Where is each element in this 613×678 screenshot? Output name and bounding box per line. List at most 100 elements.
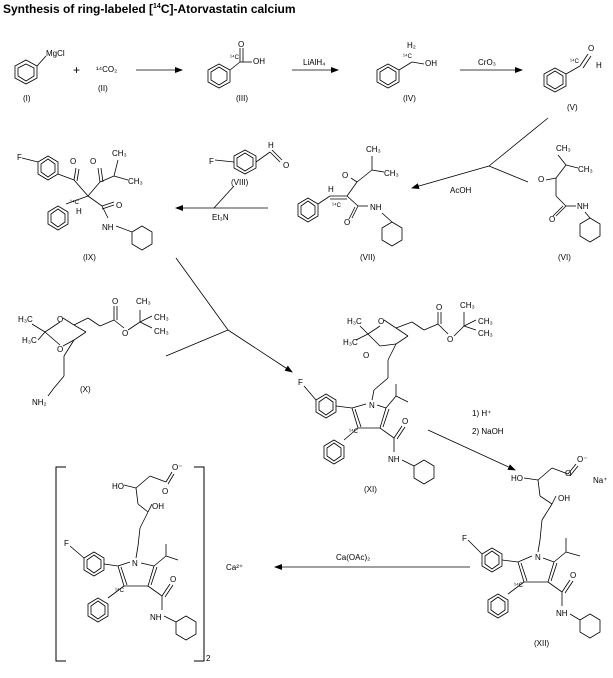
atom-mgcl: MgCl [46,49,65,58]
atom-h3c: H₃C [343,338,358,347]
atom-ch3: CH₃ [384,169,399,178]
atom-o: O [363,351,369,360]
atom-h3c: H₃C [22,336,37,345]
label-II: (II) [98,84,108,93]
atom-nh: NH [150,613,162,622]
atom-ch3: CH₃ [478,329,493,338]
atom-o: O [162,487,168,496]
branch-line [213,185,235,209]
atom-oh: OH [253,57,265,66]
label-IX: (IX) [83,253,96,262]
product-atorvastatin-calcium: 2 Ca²⁺ HO O O⁻ OH F N ¹⁴C [55,463,243,663]
compound-VIII: F O H (VIII) [209,141,289,187]
compound-XII: HO O O⁻ Na⁺ OH F N ¹⁴C [462,455,607,648]
atom-f: F [64,539,69,548]
arrow-7 [427,429,516,471]
atom-o-minus: O⁻ [577,455,587,464]
compound-VI: CH₃ CH₃ O O NH (VI) [538,144,601,262]
atom-nh: NH [388,455,400,464]
atom-o-minus: O⁻ [172,463,182,472]
atom-f: F [17,153,22,162]
atom-ho: HO [511,474,523,483]
atom-c14: ¹⁴C [570,58,580,65]
atom-o: O [112,297,118,306]
reagent-step2: 2) NaOH [472,427,504,436]
atom-h: H [328,185,334,194]
atom-o: O [238,40,244,49]
label-VII: (VII) [360,253,375,262]
compound-III: O OH ¹⁴C (III) [207,40,265,103]
atom-nh: NH [577,202,589,211]
atom-n: N [132,559,138,568]
reagent-step1: 1) H⁺ [472,409,491,418]
atom-h: H [268,141,274,150]
atom-o: O [342,171,348,180]
atom-f: F [462,534,467,543]
atom-o: O [447,335,453,344]
atom-o: O [344,218,350,227]
merge-line-X [165,329,229,357]
atom-ch3: CH₃ [460,301,475,310]
atom-h: H [76,207,82,216]
atom-ch3: CH₃ [112,149,127,158]
reagent-lialh4: LiAlH₄ [303,58,325,67]
atom-h3c: H₃C [18,315,33,324]
atom-oh: OH [425,59,437,68]
label-X: (X) [80,385,91,394]
compound-V: O H ¹⁴C (V) [543,44,602,112]
scheme-title: Synthesis of ring-labeled [14C]-Atorvast… [3,2,296,16]
atom-nh: NH [370,203,382,212]
atom-ca: Ca²⁺ [226,563,243,572]
atom-nh: NH [102,223,114,232]
atom-oh: OH [558,494,570,503]
compound-VII: H ¹⁴C O CH₃ CH₃ O NH (VII) [297,145,403,262]
merge-line-bottom [488,165,529,183]
atom-o: O [57,315,63,324]
label-I: (I) [23,94,31,103]
reagent-cro3: CrO₃ [478,58,496,67]
label-III: (III) [236,94,248,103]
reagent-caoac: Ca(OAc)₂ [336,553,370,562]
label-V: (V) [567,103,578,112]
atom-n: N [535,553,541,562]
compound-IX: F O ¹⁴C O CH₃ CH₃ H O [17,149,153,262]
merge-line-IX [175,257,229,331]
atom-ch3: CH₃ [154,313,169,322]
atom-ch3: CH₃ [478,317,493,326]
atom-ch3: CH₃ [154,327,169,336]
atom-nh2: NH₂ [32,398,47,407]
bracket-left [55,466,66,662]
title-sup: 14 [153,3,161,10]
atom-c14: ¹⁴C [403,53,413,60]
merge-line-top [488,117,549,167]
atom-o: O [565,469,571,478]
atom-h: H [596,61,602,70]
compound-I: MgCl (I) [14,49,65,103]
compound-X: H₃C H₃C O O O O CH₃ CH₃ CH [18,297,169,407]
atom-o: O [588,44,594,53]
atom-o: O [122,329,128,338]
atom-o: O [402,417,408,426]
atom-c14: ¹⁴C [70,199,80,206]
plus-sign: + [73,63,80,77]
label-XII: (XII) [534,639,549,648]
atom-c14: ¹⁴C [115,587,125,594]
atom-o: O [436,303,442,312]
bracket-right [194,466,205,662]
atom-na: Na⁺ [593,476,607,485]
atom-c14: ¹⁴C [230,54,240,61]
atom-ch3: CH₃ [556,144,571,153]
atom-o: O [90,157,96,166]
compound-XI: H₃C H₃C O O O O CH₃ CH₃ CH [298,301,493,494]
label-XI: (XI) [364,485,377,494]
atom-o: O [116,201,122,210]
atom-o: O [378,317,384,326]
arrow-4 [411,165,490,189]
atom-c14: ¹⁴C [332,202,342,209]
atom-o: O [57,345,63,354]
atom-o: O [549,215,555,224]
reagent-et3n: Et₃N [212,213,229,222]
atom-ho: HO [112,482,124,491]
atom-nh: NH [556,609,568,618]
